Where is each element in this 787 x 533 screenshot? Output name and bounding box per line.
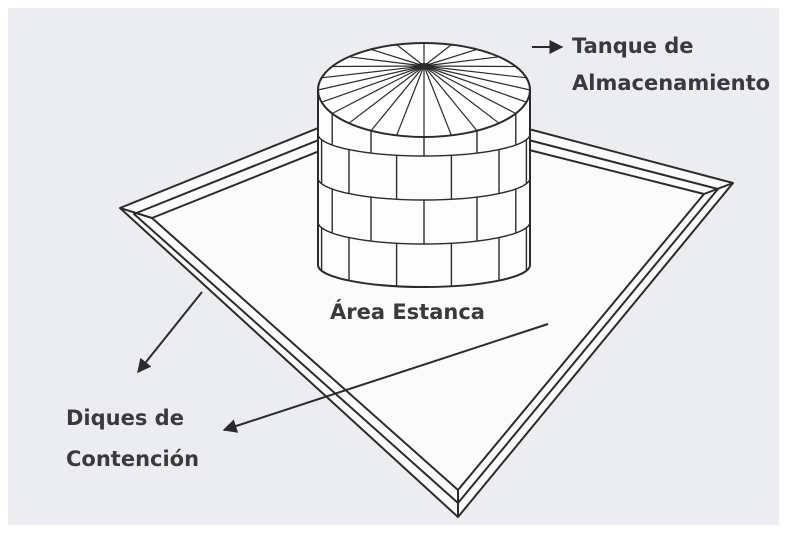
- roof-panel-line: [348, 56, 425, 67]
- roof-panel-line: [332, 65, 425, 68]
- tank-roof-vent: [416, 63, 432, 69]
- roof-panel-line: [423, 65, 500, 124]
- roof-panel-line: [423, 65, 452, 136]
- dikes-label-line1: Diques de: [66, 406, 184, 430]
- roof-panel-line: [423, 65, 516, 68]
- containment-dike: [119, 94, 734, 518]
- roof-panel-line: [321, 65, 425, 79]
- roof-panel-line: [370, 48, 425, 67]
- roof-panel-line: [370, 65, 425, 132]
- roof-panel-line: [423, 65, 478, 132]
- roof-panel-line: [423, 65, 527, 79]
- roof-panel-line: [331, 65, 425, 115]
- roof-panel-line: [396, 65, 425, 136]
- roof-panel-line: [423, 44, 452, 67]
- tank-label-line1: Tanque de: [572, 34, 694, 58]
- tank-course-line: [318, 177, 530, 201]
- storage-tank: [317, 42, 531, 288]
- roof-panel-line: [396, 44, 425, 67]
- dike-pointer-arrow: [137, 291, 203, 374]
- roof-panel-line: [317, 65, 425, 91]
- roof-panel-line: [423, 48, 478, 67]
- roof-panel-line: [423, 56, 500, 67]
- tank-roof-panels: [317, 43, 531, 137]
- tank-outline: [317, 90, 531, 288]
- tank-label-line2: Almacenamiento: [572, 71, 770, 95]
- area-pointer-arrow: [222, 323, 549, 433]
- roof-panel-line: [348, 65, 425, 124]
- area-label: Área Estanca: [330, 299, 485, 324]
- roof-panel-line: [423, 65, 531, 91]
- dikes-label-line2: Contención: [66, 447, 199, 471]
- roof-panel-line: [321, 65, 425, 103]
- roof-panel-line: [423, 65, 517, 115]
- roof-panel-line: [423, 65, 527, 103]
